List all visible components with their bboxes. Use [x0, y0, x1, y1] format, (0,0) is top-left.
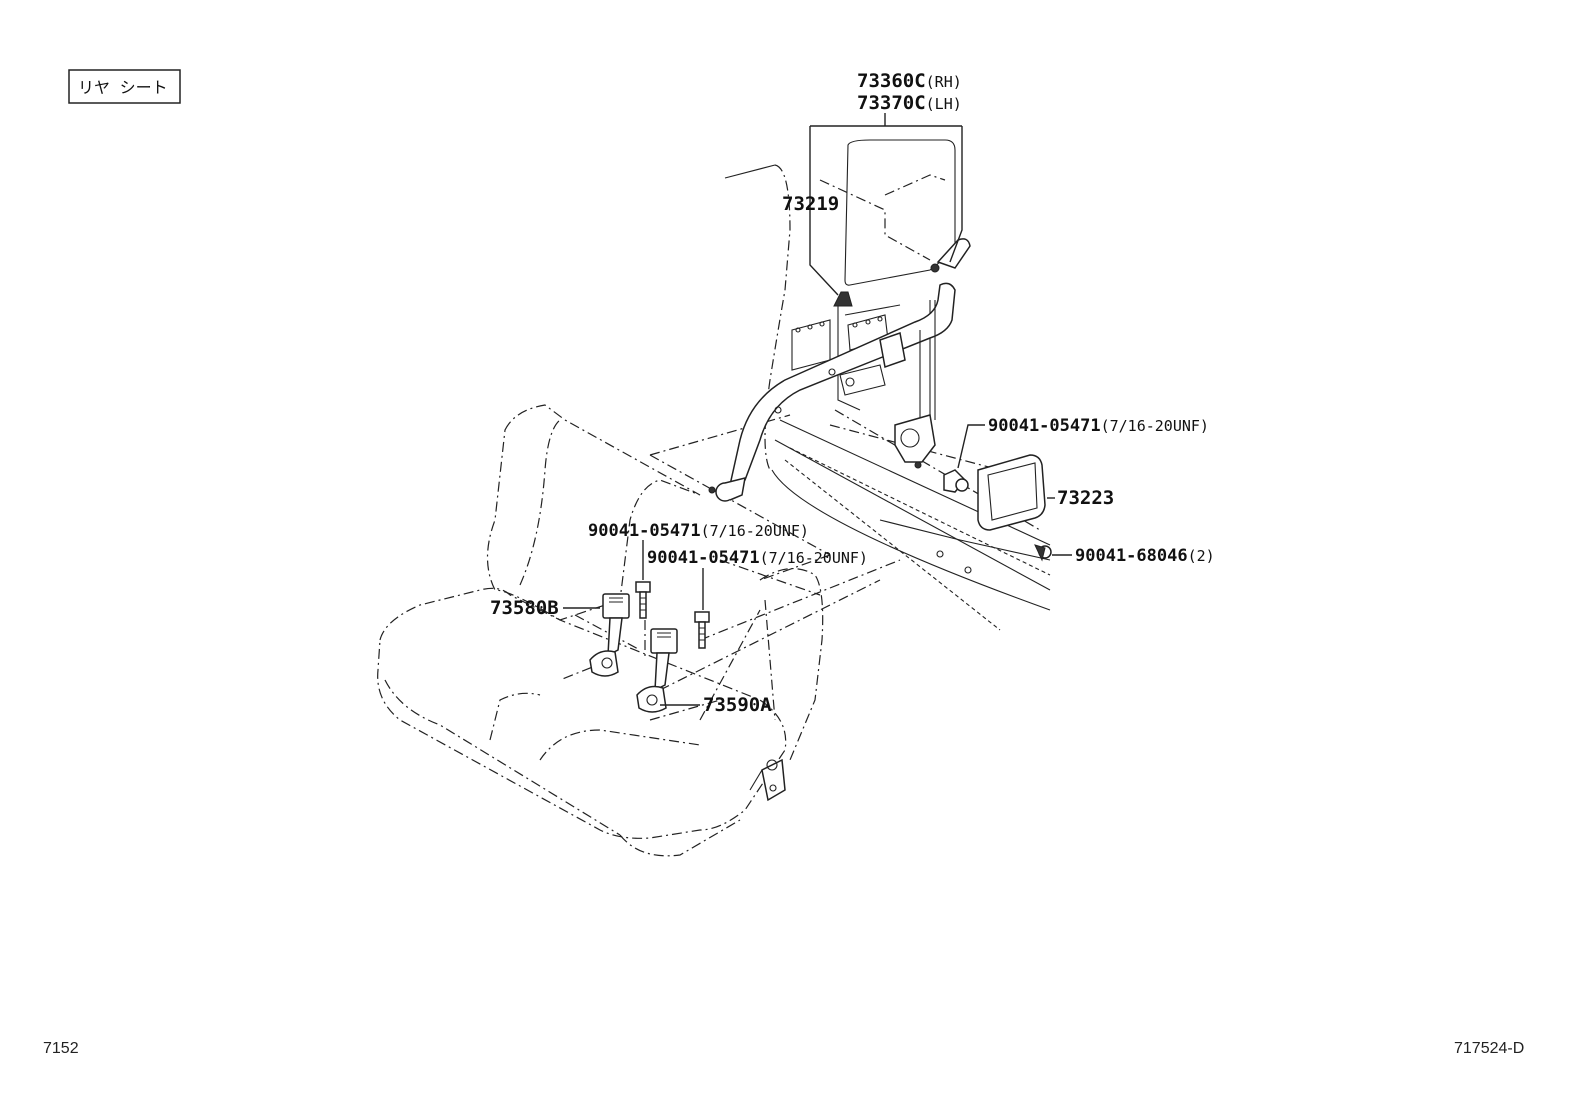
callout-belt-rh: 73360C(RH) [857, 70, 962, 92]
buckle-73580b [589, 593, 630, 677]
belt-guide [879, 332, 906, 368]
guide-lines [559, 174, 1041, 721]
title-box: リヤ シート [68, 69, 181, 104]
callout-buckle-a: 73590A [703, 694, 772, 716]
callout-cap: 73219 [782, 193, 839, 215]
callout-bolt-buckle-2: 90041-05471(7/16-20UNF) [647, 548, 868, 568]
rear-seat [377, 404, 824, 857]
callout-clip: 90041-68046(2) [1075, 546, 1215, 566]
callout-bolt-buckle-1: 90041-05471(7/16-20UNF) [588, 521, 809, 541]
cap-piece [833, 291, 853, 307]
callout-cover: 73223 [1057, 487, 1114, 509]
fasteners [635, 469, 1052, 649]
seat-hinge [761, 758, 786, 802]
callout-belt-lh: 73370C(LH) [857, 92, 962, 114]
figure-code: 717524-D [1454, 1040, 1525, 1057]
retractor [894, 414, 936, 463]
upper-anchor [936, 238, 971, 269]
callout-buckle-b: 73580B [490, 597, 559, 619]
callout-labels: 73360C(RH) 73370C(LH) 73219 90041-05471(… [490, 70, 1215, 716]
cover-73223 [977, 454, 1046, 531]
page-number: 7152 [43, 1040, 79, 1057]
bolt-buckle-2-icon [694, 611, 710, 649]
callout-bolt-retractor: 90041-05471(7/16-20UNF) [988, 416, 1209, 436]
clip-icon [1034, 544, 1052, 562]
buckle-73590a [636, 628, 678, 713]
bolt-retractor-icon [943, 469, 969, 493]
title-box-text: リヤ シート [78, 78, 168, 97]
leader-lines [563, 113, 1072, 706]
seat-belt-assembly [708, 238, 971, 502]
bolt-buckle-1-icon [635, 581, 651, 619]
window-panel [844, 139, 956, 286]
